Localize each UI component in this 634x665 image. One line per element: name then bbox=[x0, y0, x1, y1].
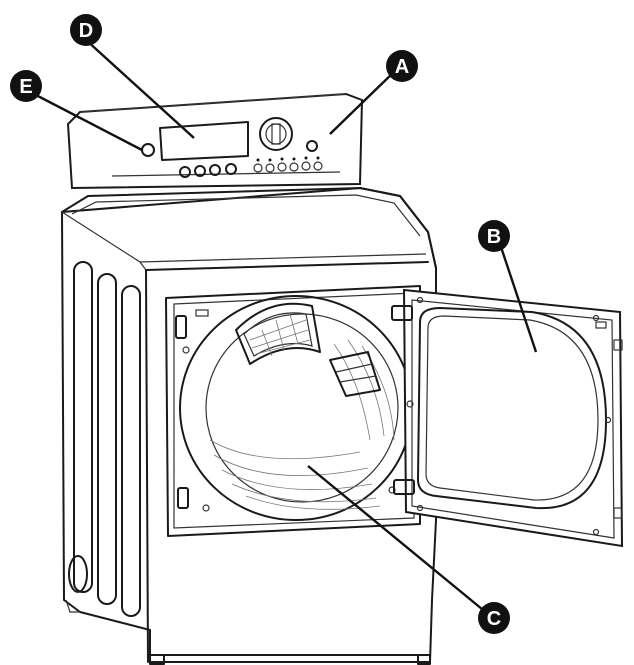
drum bbox=[179, 295, 413, 521]
callout-d-letter: D bbox=[79, 20, 93, 42]
start-button bbox=[306, 140, 318, 152]
side-rib-1 bbox=[73, 261, 93, 593]
callout-c: C bbox=[478, 602, 510, 634]
dryer-cabinet bbox=[61, 187, 437, 665]
callout-a-letter: A bbox=[395, 56, 409, 78]
leader-d bbox=[85, 39, 195, 139]
cycle-selector-knob bbox=[259, 117, 293, 151]
callout-a: A bbox=[386, 50, 418, 82]
callout-d: D bbox=[70, 14, 102, 46]
callout-c-letter: C bbox=[487, 608, 501, 630]
option-button-1 bbox=[179, 166, 191, 178]
side-vent bbox=[68, 555, 88, 593]
drum-baffle bbox=[329, 351, 381, 397]
leader-lines bbox=[33, 39, 538, 615]
callout-b: B bbox=[478, 220, 510, 252]
door-hinge-bottom bbox=[393, 479, 415, 495]
door-hinge-top bbox=[391, 305, 413, 321]
side-rib-2 bbox=[97, 273, 117, 605]
door-catch-bottom bbox=[613, 507, 623, 519]
leader-a bbox=[329, 69, 397, 135]
control-panel bbox=[66, 92, 364, 190]
lint-filter bbox=[235, 302, 321, 365]
callout-b-letter: B bbox=[487, 226, 501, 248]
leader-c bbox=[307, 465, 489, 615]
door-catch-top bbox=[613, 339, 623, 351]
door-bumper-top bbox=[175, 315, 187, 339]
door-latch-slot bbox=[595, 321, 607, 329]
door-switch bbox=[195, 309, 209, 317]
option-button-row bbox=[253, 156, 323, 173]
side-rib-3 bbox=[121, 285, 141, 617]
option-button-2 bbox=[194, 165, 206, 177]
door-bumper-bottom bbox=[177, 487, 189, 509]
option-button-3 bbox=[209, 164, 221, 176]
display-window bbox=[159, 121, 249, 161]
door-opening bbox=[165, 285, 421, 537]
door bbox=[391, 288, 624, 548]
leader-b bbox=[496, 237, 538, 353]
callout-e: E bbox=[10, 70, 42, 102]
leader-e bbox=[33, 92, 143, 152]
callout-e-letter: E bbox=[19, 76, 32, 98]
option-button-4 bbox=[225, 163, 237, 175]
